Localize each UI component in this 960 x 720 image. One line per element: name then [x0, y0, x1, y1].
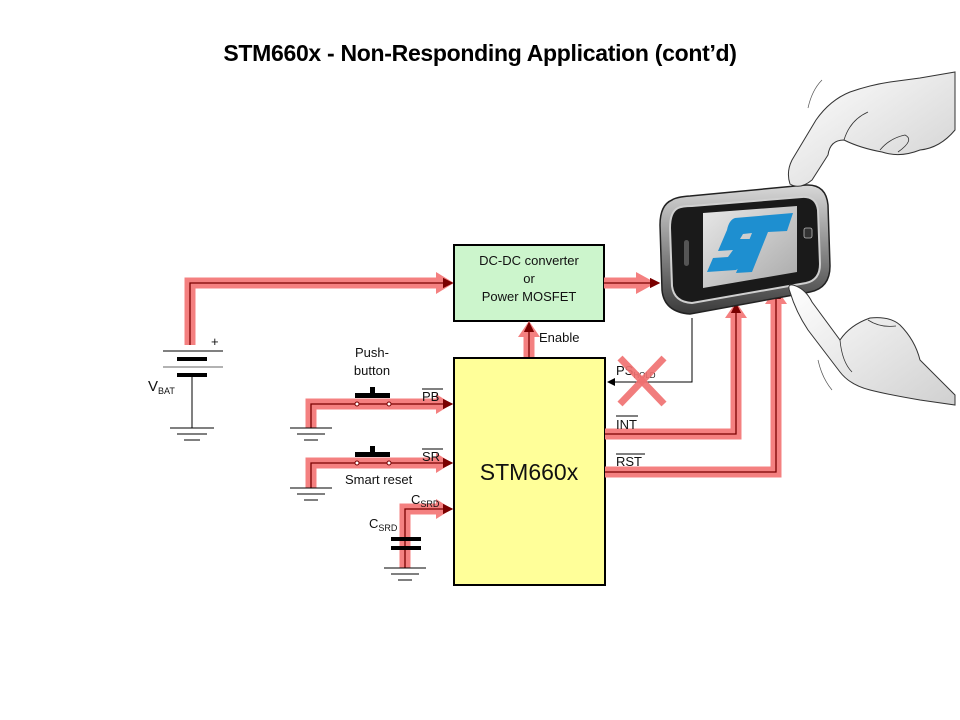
slide-title: STM660x - Non-Responding Application (co… [223, 40, 737, 66]
rst-pin-label: RST [616, 454, 642, 469]
vbat-power-path [184, 272, 454, 345]
pushbutton-label-line1: Push- [355, 345, 389, 360]
enable-label: Enable [539, 330, 579, 345]
pshold-disconnected-cross-icon [617, 355, 667, 407]
st-logo-icon [707, 213, 793, 273]
chip-label: STM660x [480, 459, 579, 485]
smart-reset-switch [354, 446, 392, 466]
battery-plus-label: + [211, 334, 219, 349]
csrd-capacitor-label: CSRD [369, 516, 398, 533]
dcdc-label-line2: or [523, 271, 535, 286]
smartphone-illustration [659, 184, 831, 315]
upper-hand-illustration [787, 71, 956, 187]
dcdc-label-line3: Power MOSFET [482, 289, 577, 304]
pb-pin-label: PB [422, 389, 439, 404]
dcdc-to-phone-path [604, 272, 661, 294]
rst-signal-path [605, 288, 787, 478]
int-signal-path [605, 302, 747, 440]
sr-signal-path [290, 453, 454, 501]
smart-reset-label: Smart reset [345, 472, 413, 487]
pushbutton-label-line2: button [354, 363, 390, 378]
csrd-signal-path [384, 499, 454, 581]
lower-hand-illustration [788, 284, 956, 406]
sr-pin-label: SR [422, 449, 440, 464]
pb-signal-path [290, 394, 454, 441]
battery-symbol [163, 350, 223, 441]
csrd-pin-label: CSRD [411, 492, 440, 509]
pshold-signal-path [607, 318, 693, 386]
enable-path [518, 321, 540, 358]
dcdc-converter-block [453, 244, 605, 322]
int-pin-label: INT [616, 417, 637, 432]
phone-speaker [684, 240, 689, 266]
pushbutton-switch [354, 387, 392, 407]
phone-home-button [803, 227, 813, 239]
dcdc-label-line1: DC-DC converter [479, 253, 579, 268]
vbat-label: VBAT [148, 378, 175, 396]
